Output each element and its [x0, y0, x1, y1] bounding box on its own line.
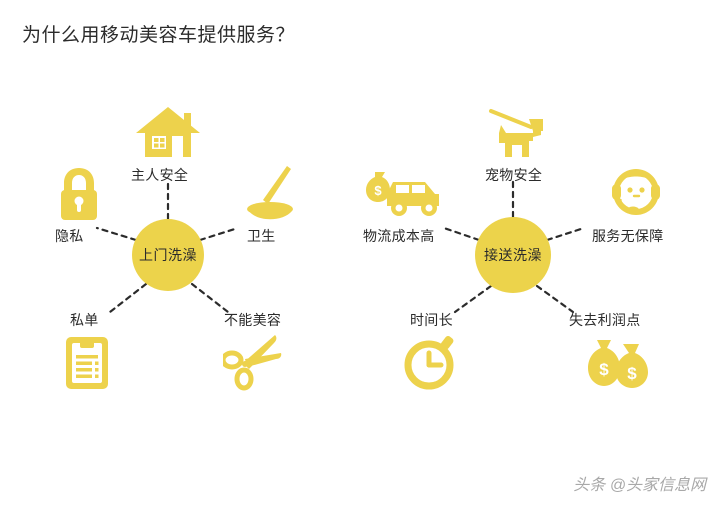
house-icon [134, 103, 202, 166]
node-label-hygiene: 卫生 [247, 228, 276, 244]
hub-right[interactable]: 接送洗澡 [475, 217, 551, 293]
node-label-private-order: 私单 [70, 312, 99, 328]
node-label-logistics-cost: 物流成本高 [363, 228, 435, 244]
scissors-icon [220, 333, 285, 396]
lock-icon [56, 166, 102, 227]
hub-left-label: 上门洗澡 [139, 247, 197, 263]
node-label-lost-profit: 失去利润点 [569, 312, 641, 328]
car-money-icon: $ [363, 164, 443, 225]
node-label-pet-safety: 宠物安全 [485, 167, 543, 183]
svg-text:$: $ [374, 183, 382, 198]
dog-leash-icon [485, 105, 551, 166]
node-label-no-service-guarantee: 服务无保障 [592, 228, 664, 244]
broom-icon [243, 164, 297, 227]
stopwatch-icon [402, 332, 460, 395]
node-label-owner-safety: 主人安全 [131, 167, 189, 183]
node-label-privacy: 隐私 [55, 228, 84, 244]
hub-left[interactable]: 上门洗澡 [132, 219, 204, 291]
page-title: 为什么用移动美容车提供服务？ [22, 25, 296, 46]
headset-agent-icon [608, 166, 664, 227]
document-icon [62, 333, 112, 396]
node-label-no-grooming: 不能美容 [224, 312, 282, 328]
money-bags-icon: $ $ [585, 334, 651, 395]
watermark: 头条 @头家信息网 [573, 477, 706, 494]
hub-right-label: 接送洗澡 [484, 247, 542, 263]
svg-text:$: $ [627, 364, 637, 383]
node-label-long-time: 时间长 [410, 312, 453, 328]
svg-text:$: $ [599, 360, 609, 379]
